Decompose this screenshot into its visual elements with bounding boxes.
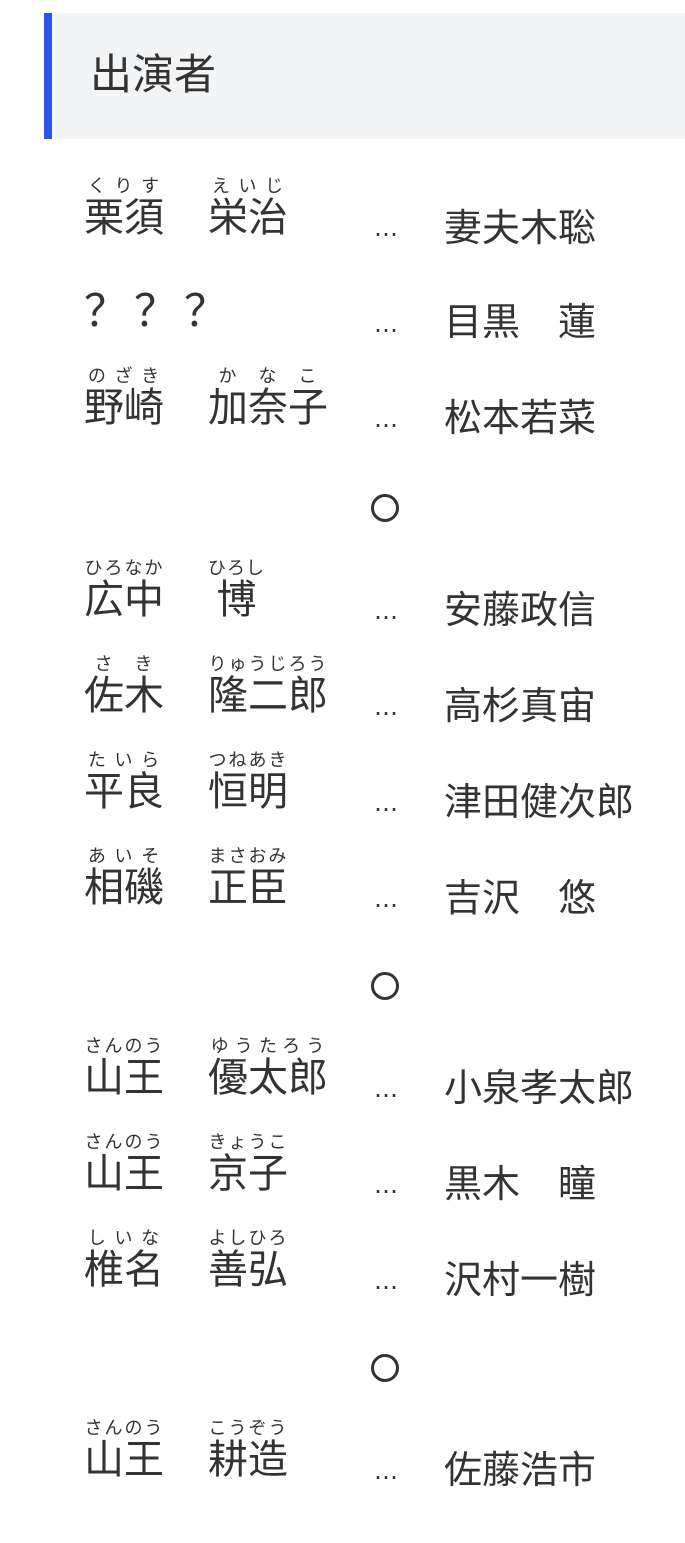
section-title: 出演者 — [90, 50, 217, 99]
role-name: ？？？ — [84, 286, 234, 337]
cast-row: 椎名しいな善弘よしひろ … 沢村一樹 — [0, 1228, 685, 1324]
actor-name: 沢村一樹 — [444, 1258, 597, 1302]
separator-dots: … — [374, 885, 398, 913]
role-surname-reading: さき — [84, 654, 164, 675]
role-name: 平良たいら恒明つねあき — [84, 750, 288, 846]
role-surname: 平良たいら — [84, 750, 164, 816]
group-divider-circle — [371, 972, 399, 1000]
role-name: 相磯あいそ正臣まさおみ — [84, 846, 288, 942]
actor-name: 津田健次郎 — [444, 780, 635, 824]
role-surname: 山王さんのう — [84, 1418, 164, 1484]
role-name: 山王さんのう優太郎ゆうたろう — [84, 1036, 328, 1132]
actor-name: 目黒 蓮 — [444, 300, 597, 344]
role-surname-reading: たいら — [84, 750, 164, 771]
role-surname-reading: のざき — [84, 366, 164, 387]
role-surname: 佐木さき — [84, 654, 164, 720]
separator-dots: … — [374, 693, 398, 721]
role-given-name: 加奈子かなこ — [208, 366, 328, 432]
actor-name: 安藤政信 — [444, 588, 597, 632]
actor-name: 小泉孝太郎 — [444, 1066, 635, 1110]
role-surname-reading: さんのう — [84, 1036, 164, 1057]
role-given-reading: つねあき — [208, 750, 288, 771]
role-name: 栗須くりす栄治えいじ — [84, 176, 288, 272]
cast-row: 相磯あいそ正臣まさおみ … 吉沢 悠 — [0, 846, 685, 942]
separator-dots: … — [374, 1075, 398, 1103]
cast-row: 山王さんのう耕造こうぞう … 佐藤浩市 — [0, 1418, 685, 1514]
role-surname-reading: しいな — [84, 1228, 164, 1249]
role-surname-reading: あいそ — [84, 846, 164, 867]
separator-dots: … — [374, 1457, 398, 1485]
role-given-reading: ゆうたろう — [208, 1036, 328, 1057]
role-name: 山王さんのう耕造こうぞう — [84, 1418, 288, 1514]
cast-row: 広中ひろなか博ひろし … 安藤政信 — [0, 558, 685, 654]
role-surname: 椎名しいな — [84, 1228, 164, 1294]
section-header: 出演者 — [44, 13, 685, 139]
role-given-name: 博ひろし — [208, 558, 265, 624]
cast-row: 栗須くりす栄治えいじ … 妻夫木聡 — [0, 176, 685, 272]
cast-row: 佐木さき隆二郎りゅうじろう … 高杉真宙 — [0, 654, 685, 750]
role-name: 広中ひろなか博ひろし — [84, 558, 265, 654]
role-given-reading: りゅうじろう — [208, 654, 328, 675]
actor-name: 佐藤浩市 — [444, 1448, 597, 1492]
role-given-reading: こうぞう — [208, 1418, 288, 1439]
role-name: 野崎のざき加奈子かなこ — [84, 366, 328, 462]
role-given-name: 優太郎ゆうたろう — [208, 1036, 328, 1102]
role-name: 佐木さき隆二郎りゅうじろう — [84, 654, 328, 750]
role-given-reading: よしひろ — [208, 1228, 288, 1249]
group-divider-circle — [371, 1354, 399, 1382]
role-given-reading: きょうこ — [208, 1132, 288, 1153]
role-surname-reading: くりす — [84, 176, 164, 197]
separator-dots: … — [374, 214, 398, 242]
actor-name: 高杉真宙 — [444, 684, 597, 728]
role-surname-reading: さんのう — [84, 1418, 164, 1439]
separator-dots: … — [374, 310, 398, 338]
separator-dots: … — [374, 405, 398, 433]
role-surname: 山王さんのう — [84, 1036, 164, 1102]
cast-row: 平良たいら恒明つねあき … 津田健次郎 — [0, 750, 685, 846]
actor-name: 吉沢 悠 — [444, 876, 597, 920]
cast-row: 山王さんのう京子きょうこ … 黒木 瞳 — [0, 1132, 685, 1228]
cast-row: 山王さんのう優太郎ゆうたろう … 小泉孝太郎 — [0, 1036, 685, 1132]
role-surname-reading: さんのう — [84, 1132, 164, 1153]
role-given-name: 善弘よしひろ — [208, 1228, 288, 1294]
cast-row: ？？？ … 目黒 蓮 — [0, 272, 685, 368]
role-given-name: 正臣まさおみ — [208, 846, 288, 912]
role-given-reading: かなこ — [208, 366, 328, 387]
role-given-name: 耕造こうぞう — [208, 1418, 288, 1484]
role-surname: 相磯あいそ — [84, 846, 164, 912]
role-given-reading: まさおみ — [208, 846, 288, 867]
role-given-reading: えいじ — [208, 176, 288, 197]
role-given-reading: ひろし — [208, 558, 265, 579]
actor-name: 黒木 瞳 — [444, 1162, 597, 1206]
role-surname: 広中ひろなか — [84, 558, 164, 624]
separator-dots: … — [374, 1171, 398, 1199]
role-surname-reading: ひろなか — [84, 558, 164, 579]
actor-name: 松本若菜 — [444, 396, 597, 440]
role-given-name: 隆二郎りゅうじろう — [208, 654, 328, 720]
role-given-name: 恒明つねあき — [208, 750, 288, 816]
role-surname: 栗須くりす — [84, 176, 164, 242]
separator-dots: … — [374, 1267, 398, 1295]
group-divider-circle — [371, 494, 399, 522]
cast-row: 野崎のざき加奈子かなこ … 松本若菜 — [0, 366, 685, 462]
actor-name: 妻夫木聡 — [444, 206, 597, 250]
role-name: 山王さんのう京子きょうこ — [84, 1132, 288, 1228]
separator-dots: … — [374, 789, 398, 817]
role-surname: 野崎のざき — [84, 366, 164, 432]
role-name: 椎名しいな善弘よしひろ — [84, 1228, 288, 1324]
role-surname: 山王さんのう — [84, 1132, 164, 1198]
role-given-name: 栄治えいじ — [208, 176, 288, 242]
role-given-name: 京子きょうこ — [208, 1132, 288, 1198]
separator-dots: … — [374, 597, 398, 625]
